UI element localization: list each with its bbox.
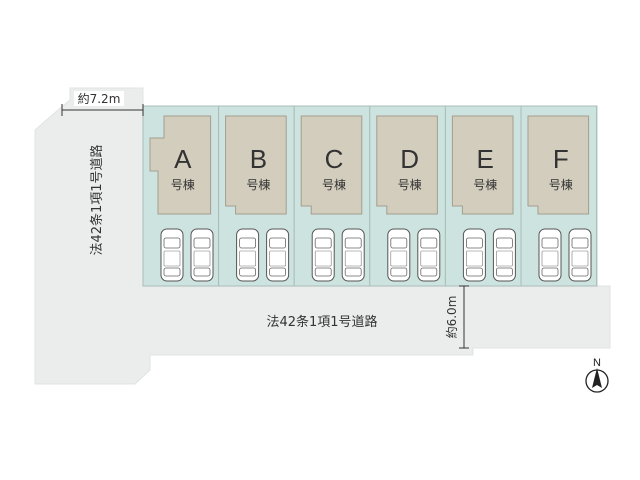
car-rear-window	[541, 267, 559, 277]
car-windshield	[239, 237, 257, 249]
lot-building-label: 号棟	[398, 177, 422, 192]
car-icon	[236, 228, 260, 282]
car-roof	[571, 250, 589, 267]
car-windshield	[269, 237, 287, 249]
front-road-width: 約6.0m	[444, 296, 459, 339]
lot-letter: A	[174, 144, 192, 174]
car-roof	[466, 250, 483, 267]
car-roof	[496, 250, 513, 267]
lot-building-label: 号棟	[246, 177, 270, 192]
car-windshield	[495, 237, 513, 249]
car-rear-window	[465, 267, 483, 277]
car-roof	[390, 250, 408, 267]
car-roof	[239, 250, 256, 267]
car-rear-window	[495, 267, 513, 277]
lot-letter: E	[477, 144, 494, 174]
car-icon	[568, 228, 592, 282]
car-rear-window	[269, 267, 287, 277]
car-rear-window	[193, 267, 211, 277]
car-rear-window	[390, 267, 408, 277]
lot-e: E 号棟	[444, 105, 522, 287]
car-rear-window	[163, 267, 181, 277]
lot-letter: D	[400, 144, 419, 174]
house-footprint	[225, 115, 287, 215]
car-icon	[266, 228, 290, 282]
car-windshield	[571, 237, 589, 249]
lot-letter: F	[553, 144, 569, 174]
lot-building-label: 号棟	[322, 177, 346, 192]
car-icon	[311, 228, 335, 282]
car-rear-window	[344, 267, 362, 277]
front-road-dimension: 約6.0m	[444, 285, 469, 349]
lot-group: A 号棟 B 号棟 C 号棟 D 号棟 E 号棟 F 号棟	[142, 105, 598, 287]
house-footprint	[376, 115, 438, 215]
lot-building-label: 号棟	[473, 177, 497, 192]
car-windshield	[344, 237, 362, 249]
car-rear-window	[314, 267, 332, 277]
car-roof	[193, 250, 211, 267]
car-icon	[417, 228, 441, 282]
car-windshield	[541, 237, 559, 249]
car-windshield	[314, 237, 332, 249]
lot-c: C 号棟	[293, 105, 371, 287]
car-icon	[190, 228, 214, 282]
north-arrow-icon: N	[585, 357, 609, 393]
front-road-label: 法42条1項1号道路	[266, 314, 377, 330]
lot-building-label: 号棟	[171, 177, 195, 192]
side-road-dimension: 約7.2m	[61, 91, 144, 116]
side-road-label: 法42条1項1号道路	[89, 144, 105, 255]
lot-letter: B	[250, 144, 267, 174]
house-footprint	[149, 115, 212, 215]
car-roof	[344, 250, 362, 267]
car-roof	[163, 250, 181, 267]
side-road-width: 約7.2m	[78, 91, 121, 106]
lot-a: A 号棟	[142, 105, 220, 287]
car-windshield	[390, 237, 408, 249]
car-roof	[269, 250, 286, 267]
lot-letter: C	[325, 144, 344, 174]
car-roof	[541, 250, 559, 267]
car-icon	[462, 228, 486, 282]
house-footprint	[527, 115, 590, 215]
car-windshield	[420, 237, 438, 249]
house-footprint	[300, 115, 363, 215]
car-windshield	[163, 237, 181, 249]
car-roof	[420, 250, 438, 267]
lot-building-label: 号棟	[549, 177, 573, 192]
car-windshield	[193, 237, 211, 249]
lot-f: F 号棟	[520, 105, 598, 287]
north-label: N	[593, 357, 601, 369]
car-windshield	[465, 237, 483, 249]
car-roof	[314, 250, 332, 267]
lot-b: B 号棟	[218, 105, 295, 287]
car-rear-window	[239, 267, 257, 277]
car-icon	[160, 228, 184, 282]
car-icon	[341, 228, 365, 282]
house-footprint	[451, 115, 514, 215]
car-icon	[492, 228, 516, 282]
car-icon	[538, 228, 562, 282]
car-rear-window	[420, 267, 438, 277]
car-icon	[387, 228, 411, 282]
car-rear-window	[571, 267, 589, 277]
lot-d: D 号棟	[369, 105, 446, 287]
